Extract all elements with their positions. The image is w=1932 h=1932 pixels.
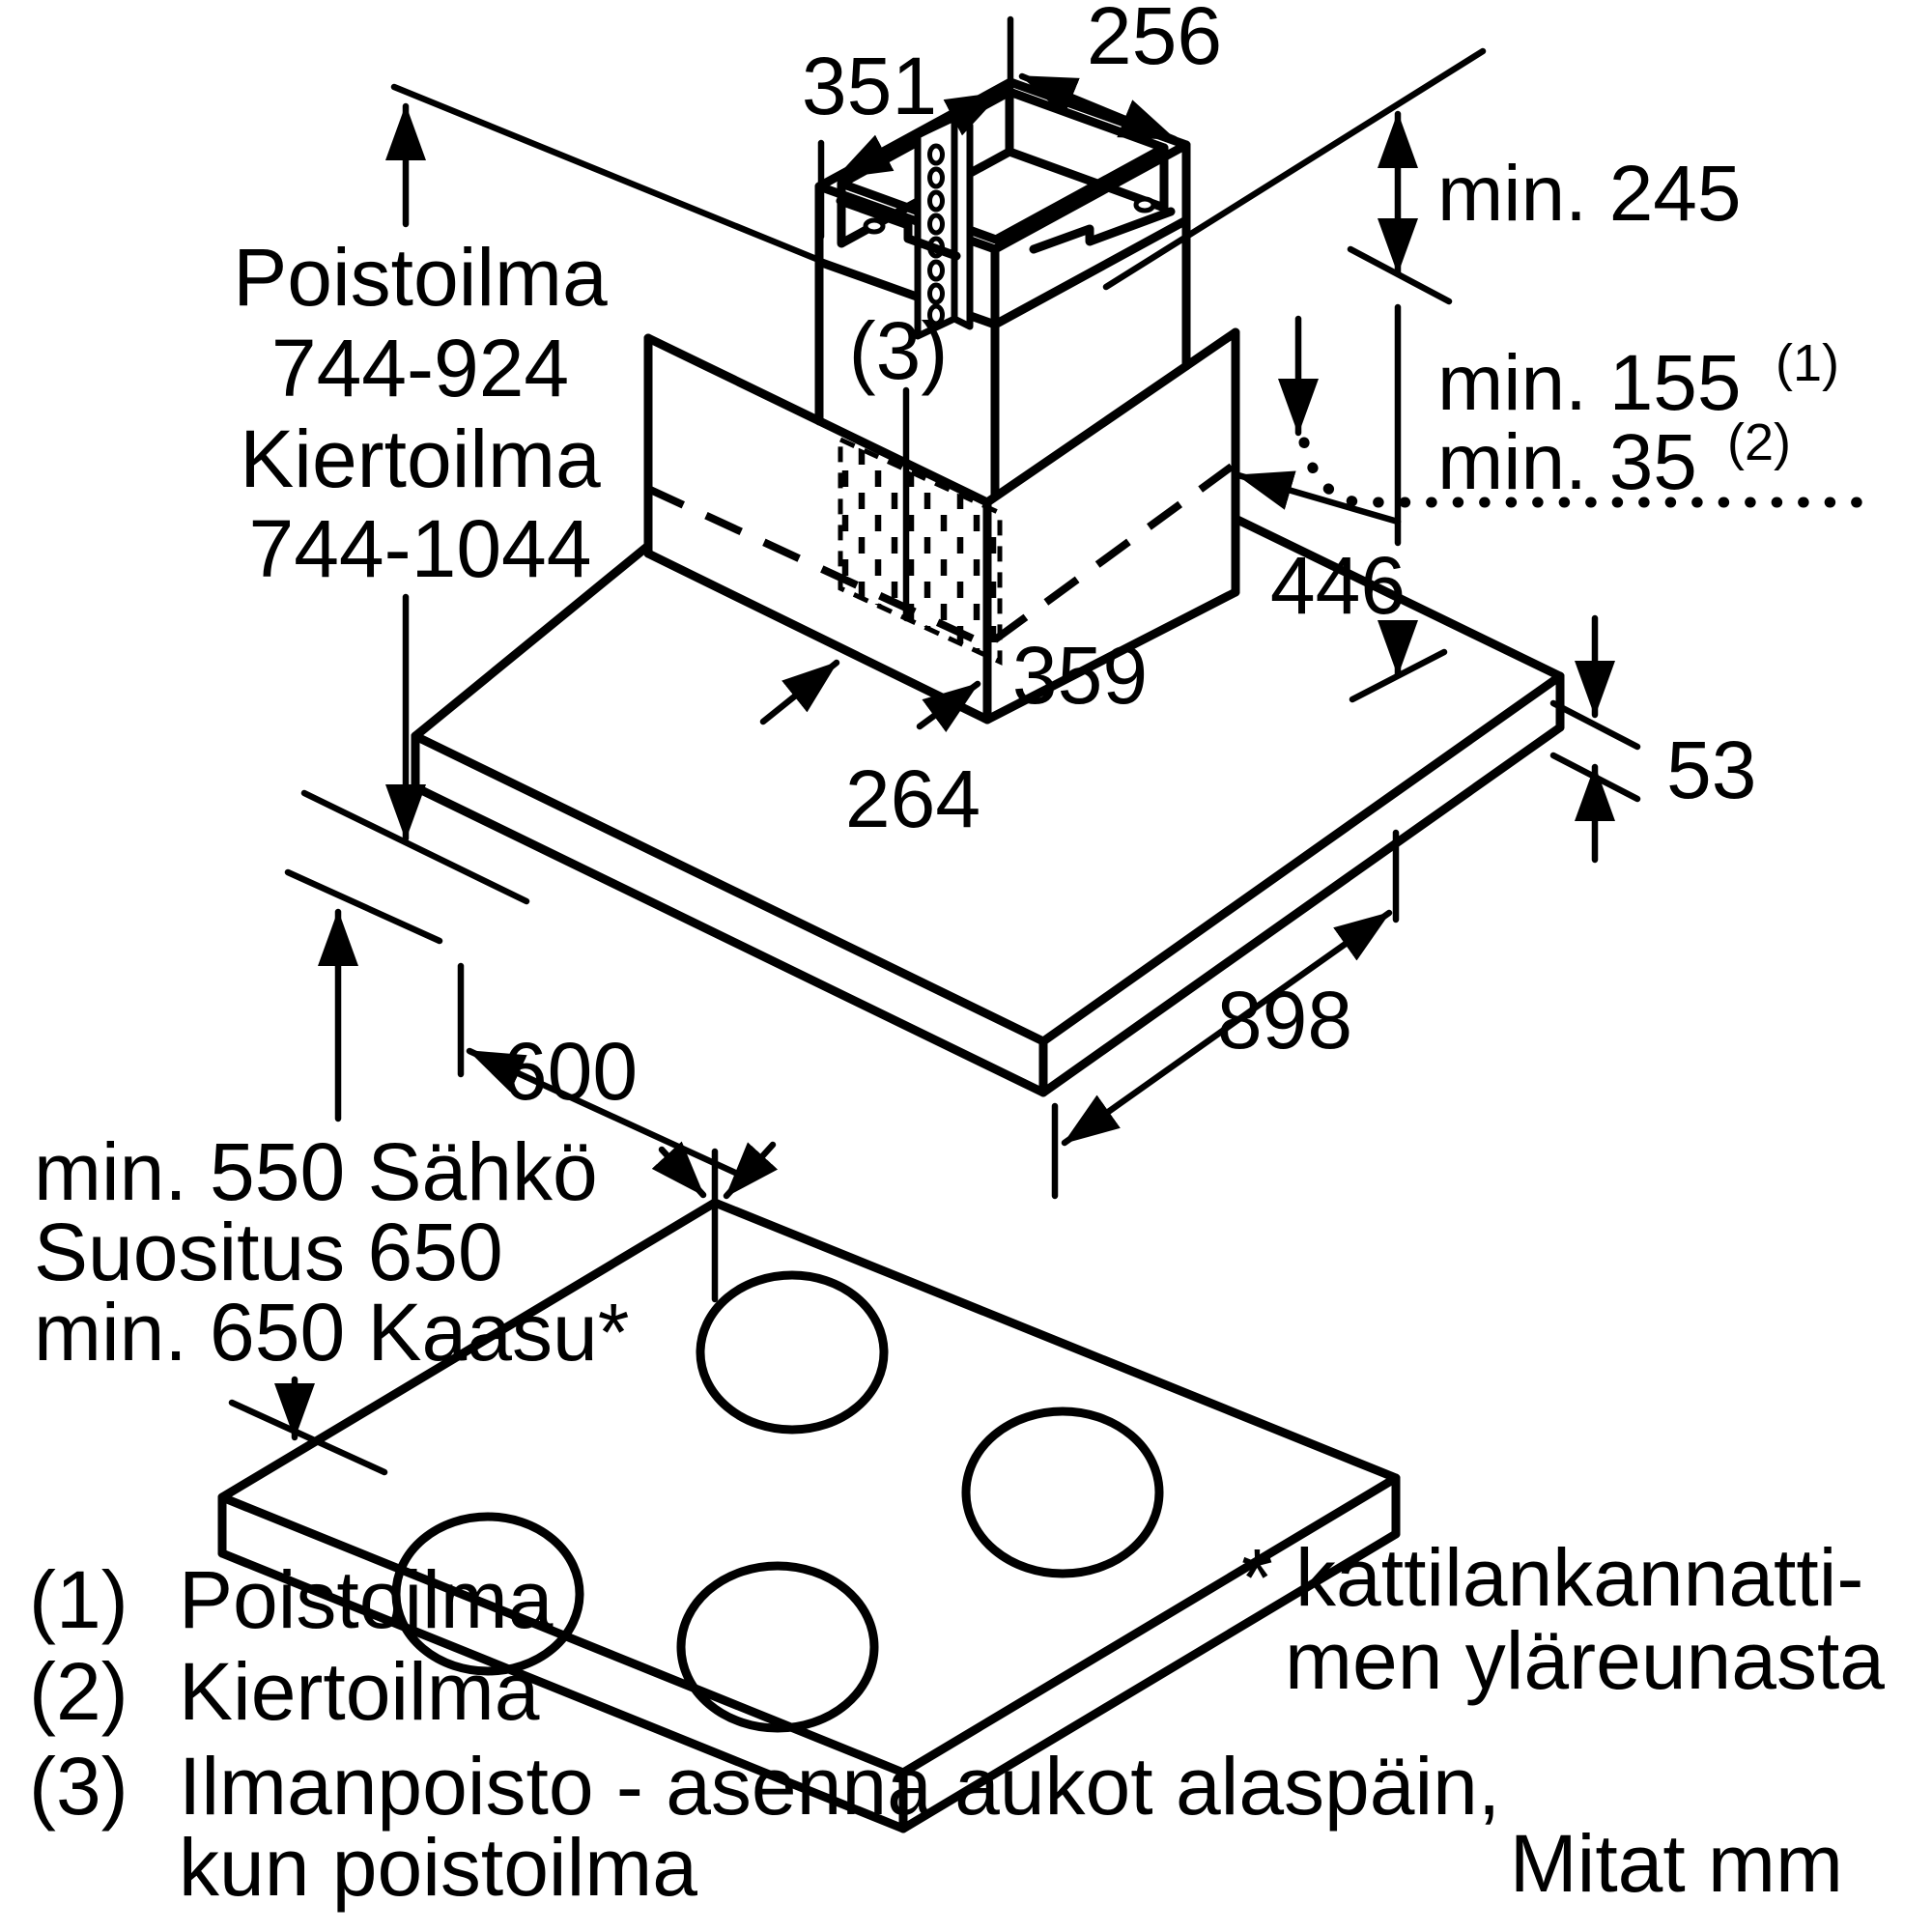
legend-3-num: (3) [29, 1741, 128, 1832]
dim-min155-sup: (1) [1776, 334, 1839, 392]
bracket-plate-right [1029, 207, 1176, 254]
upper-duct-edges [814, 215, 1191, 501]
dim-min245: min. 245 [1437, 150, 1742, 238]
legend: (1) Poistoilma (2) Kiertoilma (3) Ilmanp… [29, 1554, 1500, 1913]
legend-2-label: Kiertoilma [179, 1646, 540, 1737]
dim-600-group: 600 [457, 962, 748, 1180]
dim-53: 53 [1666, 724, 1756, 815]
canopy [411, 514, 1565, 1097]
height-ext-bottom [300, 789, 530, 905]
height-note-line2: 744-924 [271, 323, 569, 413]
clearance-line1: min. 550 Sähkö [34, 1126, 598, 1217]
hob-center-arrow-left [651, 1141, 707, 1199]
dotted-reference-line [1298, 437, 1868, 508]
dim-min245-tick [1347, 245, 1453, 305]
dim-53-group: 53 [1549, 614, 1756, 864]
lower-duct-bottom-edges [643, 549, 1240, 724]
dim-446-arrow-to-joint [1235, 470, 1402, 526]
canopy-top-front-edges [411, 671, 1565, 1046]
units-note: Mitat mm [1510, 1818, 1843, 1909]
vent-label: (3) [849, 305, 949, 396]
dim-256: 256 [1087, 0, 1222, 81]
hob [217, 1141, 1401, 1833]
telescopic-joint-hidden-edge [646, 460, 1238, 650]
canopy-bottom-edges [411, 723, 1565, 1097]
legend-1-num: (1) [29, 1554, 128, 1645]
dim-clearance-group: min. 550 Sähkö Suositus 650 min. 650 Kaa… [34, 868, 629, 1476]
chimney-duct: (3) [643, 77, 1240, 724]
footnote-line1: * kattilankannatti- [1241, 1532, 1863, 1623]
dim-600-line [466, 1047, 748, 1180]
legend-2-num: (2) [29, 1646, 128, 1737]
canopy-top-back-edges [411, 514, 1565, 741]
dim-898-group: 898 [1051, 829, 1400, 1200]
hob-center-arrow-right [723, 1141, 779, 1200]
dim-264: 264 [845, 753, 980, 844]
vent-opening-area [838, 436, 1003, 666]
dim-min35: min. 35 [1437, 418, 1697, 506]
dim-min35-sup: (2) [1727, 413, 1791, 471]
clearance-tick-bottom [228, 1399, 388, 1476]
dim-256-line [1018, 72, 1179, 143]
clearance-line2: Suositus 650 [34, 1207, 503, 1297]
dim-359-arrow [916, 680, 981, 733]
bracket-hole-left [863, 217, 886, 235]
hob-corner-edges [217, 1473, 1401, 1833]
dim-351-ticks [817, 15, 1014, 241]
dim-264-arrow [759, 659, 840, 725]
dim-359-group: 359 [916, 630, 1148, 733]
dim-351-line [833, 89, 1005, 182]
height-note-line3: Kiertoilma [240, 413, 601, 504]
clearance-tick-top [284, 868, 443, 945]
footnote-line2: men yläreunasta [1285, 1615, 1885, 1706]
dim-898-ticks [1051, 829, 1400, 1200]
dim-446-tick [1349, 648, 1448, 703]
height-ext-top [390, 83, 820, 263]
dim-359: 359 [1012, 630, 1148, 721]
burner-right [961, 1406, 1164, 1578]
dim-600: 600 [502, 1026, 638, 1117]
burner-front [676, 1561, 879, 1733]
bracket-plate-left [836, 196, 961, 261]
dim-898-line [1061, 909, 1393, 1147]
dim-351: 351 [802, 41, 937, 131]
dim-height-group: Poistoilma 744-924 Kiertoilma 744-1044 [233, 83, 820, 905]
footnote: * kattilankannatti- men yläreunasta [1241, 1532, 1885, 1706]
hob-bottom-edges [217, 1529, 1401, 1833]
dim-min245-group: min. 245 [1102, 47, 1742, 305]
burner-left [391, 1512, 584, 1676]
dim-264-group: 264 [759, 659, 980, 844]
legend-3-label: Ilmanpoisto - asenna aukot alaspäin, [179, 1741, 1500, 1832]
mounting-rail-side [951, 114, 974, 330]
burner-back [696, 1270, 889, 1435]
dim-min155: min. 155 [1437, 339, 1742, 427]
dim-446: 446 [1270, 540, 1406, 631]
legend-3-label-line2: kun poistoilma [179, 1822, 697, 1913]
dim-min155-min35-group: min. 155 (1) min. 35 (2) [1278, 315, 1868, 508]
dim-351-group: 351 [802, 15, 1014, 241]
height-note-line1: Poistoilma [233, 232, 608, 323]
dim-446-group: 446 [1235, 303, 1448, 703]
height-note-line4: 744-1044 [249, 503, 592, 594]
dim-898: 898 [1217, 975, 1352, 1065]
ceiling-line [1102, 47, 1487, 291]
canopy-corner-edges [411, 671, 1565, 1097]
clearance-line3: min. 650 Kaasu* [34, 1287, 629, 1378]
legend-1-label: Poistoilma [179, 1554, 554, 1645]
bracket-hole-right [1133, 196, 1156, 213]
dim-256-group: 256 [1018, 0, 1222, 143]
